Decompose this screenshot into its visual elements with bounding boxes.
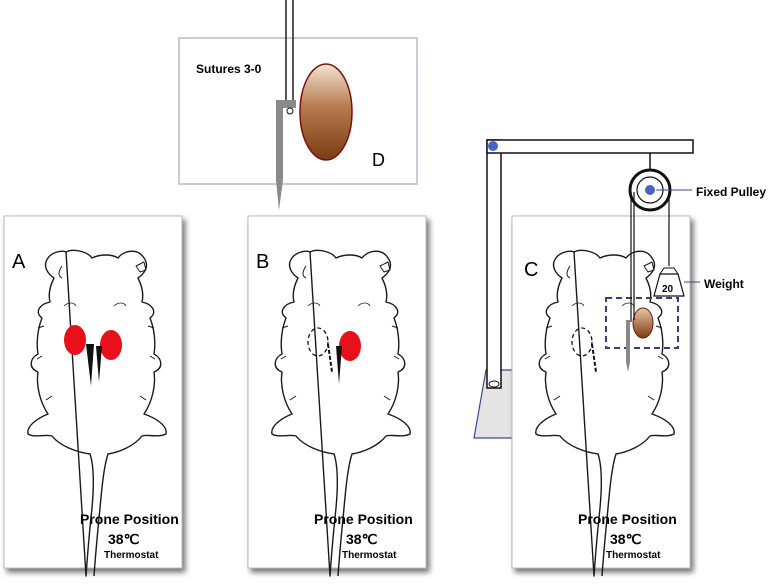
pulley-axle-dot [645,185,655,195]
removed-kidney-c [571,327,593,357]
panel-letter-d: D [372,150,385,170]
position-text-b: Prone Position [314,511,413,527]
panel-letter-b: B [256,251,269,273]
thermostat-b: Thermostat [342,550,397,561]
kidney-detail [299,63,353,161]
panel-b: B Prone Position 38℃ Thermostat [247,215,427,577]
pulley-apparatus: Fixed Pulley 20 Weight [486,139,766,389]
incision-left-a [86,344,94,386]
sutured-incision-b [327,343,333,373]
incision-b [336,346,342,384]
incision-right-a [96,346,102,382]
panel-d-frame [178,37,418,185]
position-text-a: Prone Position [80,511,179,527]
kidney-under-traction [632,307,654,339]
suture-knot [286,107,294,115]
temperature-c: 38℃ [610,531,642,547]
position-text-c: Prone Position [578,511,677,527]
left-kidney-a [64,325,86,355]
sutured-incision-c [591,343,597,373]
panel-a: A Prone Position 38℃ Thermostat [3,215,183,577]
right-kidney-a [100,330,122,360]
panel-b-frame [247,215,427,569]
removed-kidney-b [307,327,329,357]
fixed-pulley-label: Fixed Pulley [696,185,766,199]
needle-holder [276,100,296,180]
needle-tip-c [626,362,630,372]
weight-label: Weight [704,277,744,291]
right-kidney-b [339,331,361,361]
traction-region-box [605,297,679,349]
thermostat-c: Thermostat [606,550,661,561]
suture-label: Sutures 3-0 [196,62,262,76]
panel-d: Sutures 3-0 D [178,0,418,210]
panel-letter-a: A [12,251,26,273]
weight-value: 20 [662,284,674,295]
arm-joint-dot [488,141,498,151]
panel-a-frame [3,215,183,569]
stand-pole [486,139,502,389]
weight-block [653,273,685,297]
thermostat-a: Thermostat [104,550,159,561]
needle-tip [276,180,283,210]
traction-needle-c [626,320,630,362]
temperature-b: 38℃ [346,531,378,547]
temperature-a: 38℃ [108,531,140,547]
panel-letter-c: C [524,259,538,281]
pole-foot [488,380,500,388]
stand-arm [486,139,694,154]
